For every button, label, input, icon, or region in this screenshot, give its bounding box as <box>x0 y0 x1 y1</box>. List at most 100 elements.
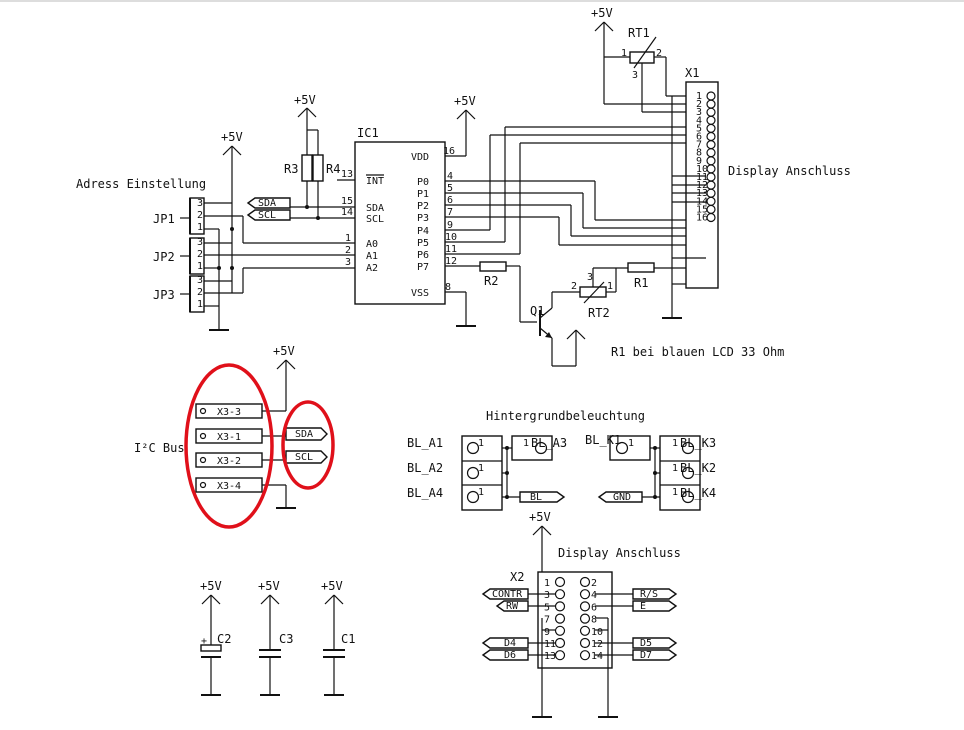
x2-pin-num: 4 <box>591 590 597 601</box>
ic1-pin-num: 7 <box>447 207 453 218</box>
bl-a4-label: BL_A4 <box>407 486 443 500</box>
jp-pin: 3 <box>197 198 203 209</box>
ic1-pin-num: 3 <box>345 257 351 268</box>
x1-pin-num: 12 <box>696 180 708 191</box>
bl-a2-label: BL_A2 <box>407 461 443 475</box>
x3-pin-label: X3-1 <box>217 432 241 443</box>
x1-pin-num: 1 <box>696 91 702 102</box>
highlight-x3-ellipse <box>184 363 274 529</box>
x1-pin-num: 5 <box>696 123 702 134</box>
x2-pin-contact <box>554 589 566 600</box>
vcc-label-c1: +5V <box>321 579 343 593</box>
r4-body <box>312 154 324 182</box>
bl-pin-num: 1 <box>672 438 678 449</box>
x2-pin-contact <box>554 650 566 661</box>
backlight-section: Hintergrundbeleuchtung 1 1 1 BL_A1 BL_A2… <box>407 409 716 511</box>
x2-label: X2 <box>510 570 524 584</box>
ic1-pin-num: 13 <box>341 169 353 180</box>
vcc-label-c2: +5V <box>200 579 222 593</box>
ic1-pin-name: A0 <box>366 239 378 250</box>
x2-pin-num: 5 <box>544 602 550 613</box>
ic1-pin-num: 1 <box>345 233 351 244</box>
x2-pin-num: 6 <box>591 602 597 613</box>
x2-tag: E <box>640 601 646 612</box>
ic1: IC1 13 INT 15 SDA 14 SCL 1 A0 2 A1 3 A2 … <box>290 94 476 327</box>
q1-label: Q1 <box>530 304 544 318</box>
capacitors: +5V + C2 +5V C3 +5V C1 <box>200 579 355 696</box>
jp3-label: JP3 <box>153 288 175 302</box>
vcc-label-x2: +5V <box>529 510 551 524</box>
ic1-pin-num: 4 <box>447 171 453 182</box>
vcc-label-r: +5V <box>294 93 316 107</box>
jp-pin: 1 <box>197 261 203 272</box>
vcc-label-ic: +5V <box>454 94 476 108</box>
ic1-body <box>354 141 446 305</box>
x2-pin-num: 11 <box>544 639 556 650</box>
port-wiring: R2 <box>445 126 706 323</box>
rt-pin: 1 <box>607 281 613 292</box>
jp-pin: 3 <box>197 237 203 248</box>
scl-tag: SCL <box>258 210 276 221</box>
bl-pin-num: 1 <box>628 438 634 449</box>
bl-pin-num: 1 <box>478 463 484 474</box>
rt-pin: 3 <box>587 272 593 283</box>
ic1-label: IC1 <box>357 126 379 140</box>
x2-tag: D6 <box>504 650 516 661</box>
x1-label: X1 <box>685 66 699 80</box>
x2-pin-num: 12 <box>591 639 603 650</box>
x2-pin-contact <box>579 589 591 600</box>
x3-1-pin <box>195 428 263 444</box>
address-jumpers: +5V Adress Einstellung 3 2 1 JP1 3 2 1 J… <box>76 130 355 331</box>
rt-pin: 3 <box>632 70 638 81</box>
c1-label: C1 <box>341 632 355 646</box>
x2-tag: RW <box>506 601 519 612</box>
x1-pin-num: 4 <box>696 115 702 126</box>
x2-pin-num: 14 <box>591 651 603 662</box>
jp-pin: 2 <box>197 287 203 298</box>
c2-label: C2 <box>217 632 231 646</box>
ic1-pin-name: P0 <box>417 177 429 188</box>
rt1-label: RT1 <box>628 26 650 40</box>
x2-pin-num: 13 <box>544 651 556 662</box>
x2-pin-contact <box>579 601 591 612</box>
backlight-label: Hintergrundbeleuchtung <box>486 409 645 423</box>
ic1-pin-name: P2 <box>417 201 429 212</box>
x1-pin-num: 6 <box>696 132 702 143</box>
ic1-pin-name: INT <box>366 176 384 187</box>
x1-pin-num: 2 <box>696 99 702 110</box>
ic1-pin-num: 9 <box>447 220 453 231</box>
vcc-label-x1: +5V <box>591 6 613 20</box>
x1-pin-num: 15 <box>696 204 708 215</box>
ic1-pin-name: SCL <box>366 214 384 225</box>
bl-a1-label: BL_A1 <box>407 436 443 450</box>
x1-pin-num: 11 <box>696 172 708 183</box>
bl-a-block <box>461 435 503 511</box>
x1-pin-contact <box>706 212 716 223</box>
vcc-label-c3: +5V <box>258 579 280 593</box>
ic1-pin-name: P4 <box>417 226 429 237</box>
x2-pin-num: 10 <box>591 627 603 638</box>
x2-pin-contact <box>554 613 566 624</box>
x2-pin-num: 8 <box>591 615 597 626</box>
x2-pin-num: 7 <box>544 615 550 626</box>
r2-body <box>479 261 507 272</box>
r2-label: R2 <box>484 274 498 288</box>
bl-k1-label: BL_K1 <box>585 433 621 447</box>
rt-pin: 1 <box>621 48 627 59</box>
sda-tag: SDA <box>258 198 276 209</box>
bl-a3-label: BL_A3 <box>531 436 567 450</box>
jp-pin: 1 <box>197 222 203 233</box>
rt2-label: RT2 <box>588 306 610 320</box>
ic1-pin-name: A2 <box>366 263 378 274</box>
adress-label: Adress Einstellung <box>76 177 206 191</box>
x1-display-label: Display Anschluss <box>728 164 851 178</box>
jp-pin: 1 <box>197 299 203 310</box>
ic1-pin-num: 2 <box>345 245 351 256</box>
jp-pin: 2 <box>197 249 203 260</box>
r3-r4-pullups: +5V R3 R4 <box>284 93 340 218</box>
bl-pin-num: 1 <box>672 487 678 498</box>
ic1-pin-name: VSS <box>411 288 429 299</box>
ic1-pin-name: P6 <box>417 250 429 261</box>
ic1-pin-num: 10 <box>445 232 457 243</box>
x2-tag: D5 <box>640 638 652 649</box>
